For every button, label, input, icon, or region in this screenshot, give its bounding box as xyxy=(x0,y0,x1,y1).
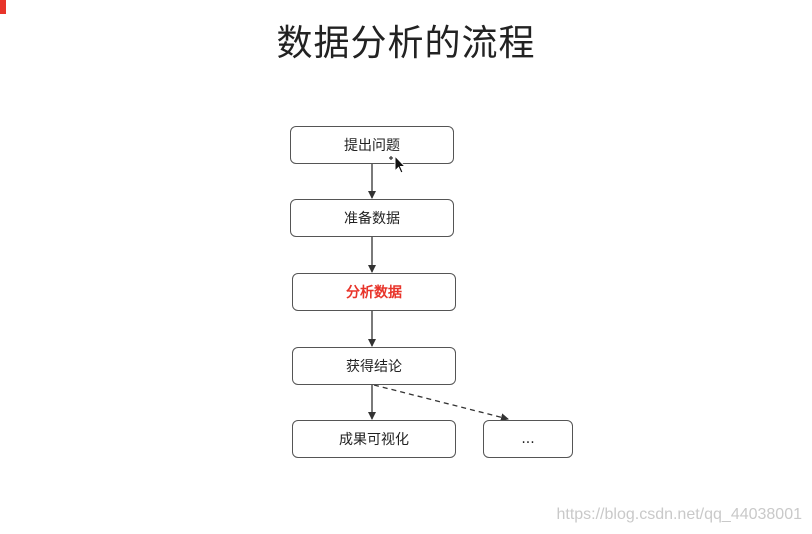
node-ask-question: 提出问题 xyxy=(290,126,454,164)
node-prepare-data: 准备数据 xyxy=(290,199,454,237)
node-prepare-data-label: 准备数据 xyxy=(344,211,400,227)
node-more-label: ... xyxy=(521,431,535,447)
corner-mark xyxy=(0,0,6,14)
node-draw-conclusion-label: 获得结论 xyxy=(346,359,402,375)
diagram-title: 数据分析的流程 xyxy=(276,23,536,64)
arrow-conclusion-to-more xyxy=(373,384,509,422)
node-analyze-data-label: 分析数据 xyxy=(346,285,402,301)
node-more: ... xyxy=(483,420,573,458)
node-ask-question-label: 提出问题 xyxy=(344,138,400,154)
node-visualize-results: 成果可视化 xyxy=(292,420,456,458)
move-cursor-icon xyxy=(389,154,407,174)
node-analyze-data: 分析数据 xyxy=(292,273,456,311)
node-visualize-results-label: 成果可视化 xyxy=(339,432,409,448)
watermark: https://blog.csdn.net/qq_44038001 xyxy=(556,506,802,523)
node-draw-conclusion: 获得结论 xyxy=(292,347,456,385)
